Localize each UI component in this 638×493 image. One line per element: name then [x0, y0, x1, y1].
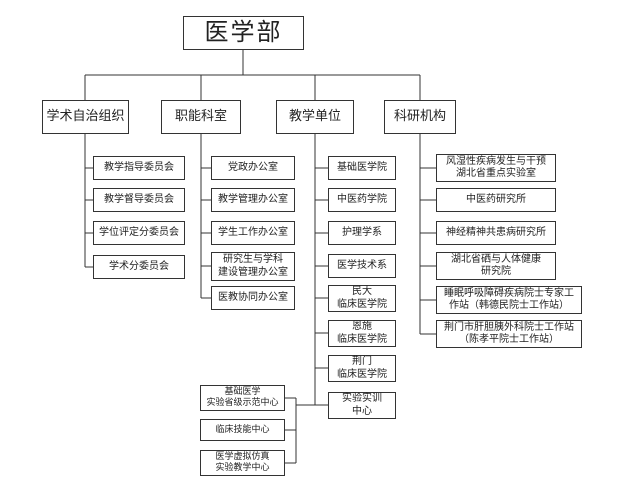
teaching-unit: 恩施 临床医学院 [328, 320, 396, 347]
teaching-unit: 民大 临床医学院 [328, 285, 396, 312]
teaching-unit: 中医药学院 [328, 188, 396, 212]
group-research: 科研机构 [384, 100, 456, 134]
root-node: 医学部 [183, 16, 304, 50]
office-item: 医教协同办公室 [211, 286, 295, 310]
research-institute: 神经精神共患病研究所 [436, 221, 556, 245]
academic-item: 教学督导委员会 [93, 188, 185, 212]
group-academic: 学术自治组织 [42, 100, 129, 134]
academic-item: 教学指导委员会 [93, 156, 185, 180]
office-item: 党政办公室 [211, 156, 295, 180]
group-offices: 职能科室 [161, 100, 241, 134]
teaching-unit: 医学技术系 [328, 254, 396, 278]
research-institute: 风湿性疾病发生与干预 湖北省重点实验室 [436, 154, 556, 182]
group-teaching: 教学单位 [276, 100, 354, 134]
academic-item: 学位评定分委员会 [93, 221, 185, 245]
lab-sub-center: 基础医学 实验省级示范中心 [200, 385, 285, 411]
academic-item: 学术分委员会 [93, 255, 185, 279]
research-institute: 睡眠呼吸障碍疾病院士专家工 作站（韩德民院士工作站） [436, 286, 582, 314]
teaching-unit: 护理学系 [328, 221, 396, 245]
teaching-unit: 基础医学院 [328, 156, 396, 180]
teaching-unit: 荆门 临床医学院 [328, 355, 396, 382]
office-item: 研究生与学科 建设管理办公室 [211, 252, 295, 281]
research-institute: 湖北省硒与人体健康 研究院 [436, 252, 556, 280]
office-item: 教学管理办公室 [211, 188, 295, 212]
lab-sub-center: 临床技能中心 [200, 419, 285, 441]
office-item: 学生工作办公室 [211, 221, 295, 245]
research-institute: 中医药研究所 [436, 188, 556, 212]
research-institute: 荆门市肝胆胰外科院士工作站 （陈孝平院士工作站） [436, 320, 582, 348]
lab-sub-center: 医学虚拟仿真 实验教学中心 [200, 450, 285, 476]
lab-training-center: 实验实训 中心 [328, 392, 396, 419]
